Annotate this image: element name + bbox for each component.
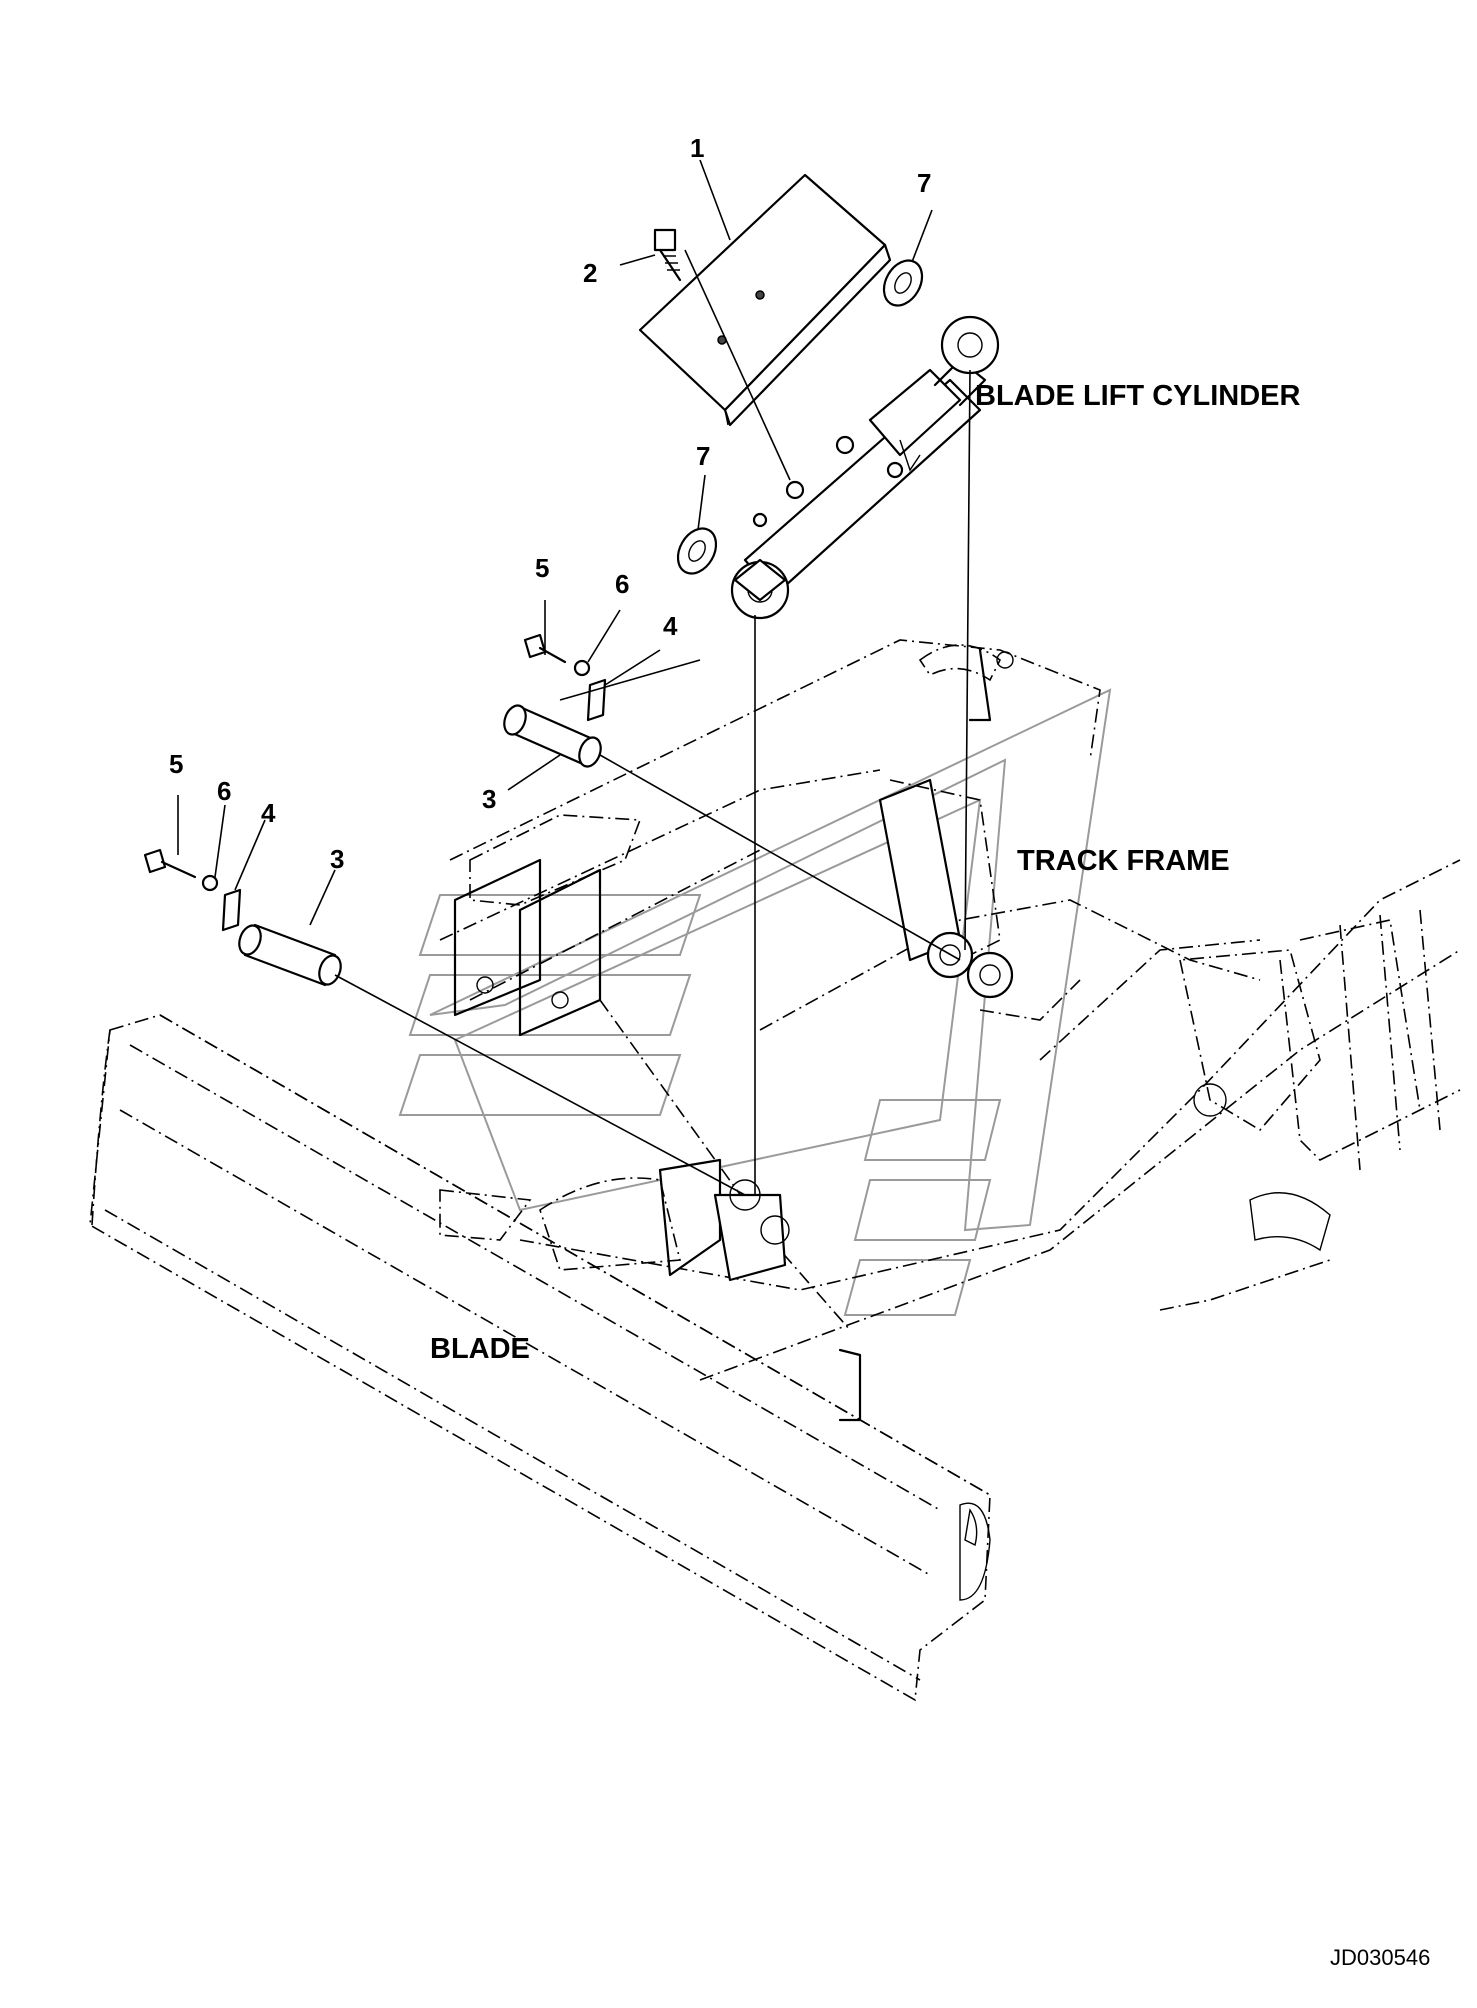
callout-3-upper: 3 [482,784,496,814]
washer-part-6-upper [573,659,591,677]
assembly-lines [334,249,971,1196]
bolt-part-2 [653,228,682,282]
cylinder-cover [638,173,892,427]
washer-part-7-lower [676,527,718,575]
callout-2: 2 [583,258,597,288]
pin-part-3-upper [503,704,602,768]
callout-4-upper: 4 [663,611,678,641]
callout-4-lower: 4 [261,798,276,828]
bolt-part-5-lower [143,848,197,879]
washer-part-7-upper [882,259,924,307]
label-track-frame: TRACK FRAME [1017,845,1230,877]
brand-logo-watermark [398,688,1112,1316]
callout-3-lower: 3 [330,844,344,874]
plate-part-4-lower [221,888,242,932]
label-blade-lift-cylinder: BLADE LIFT CYLINDER [975,380,1300,412]
plate-part-4-upper [586,678,607,722]
callout-7-lower: 7 [696,441,710,471]
callout-5-upper: 5 [535,553,549,583]
label-blade: BLADE [430,1333,530,1365]
callout-6-upper: 6 [615,569,629,599]
pin-part-3-lower [238,923,342,987]
callout-5-lower: 5 [169,749,183,779]
washer-part-6-lower [201,874,219,892]
callout-1: 1 [690,133,704,163]
callout-6-lower: 6 [217,776,231,806]
callout-leaders [177,159,933,926]
blade [89,1014,991,1702]
blade-lift-cylinder [730,315,1000,620]
drawing-code: JD030546 [1330,1945,1430,1970]
track-frame [439,639,1461,1381]
callout-7-upper: 7 [917,168,931,198]
